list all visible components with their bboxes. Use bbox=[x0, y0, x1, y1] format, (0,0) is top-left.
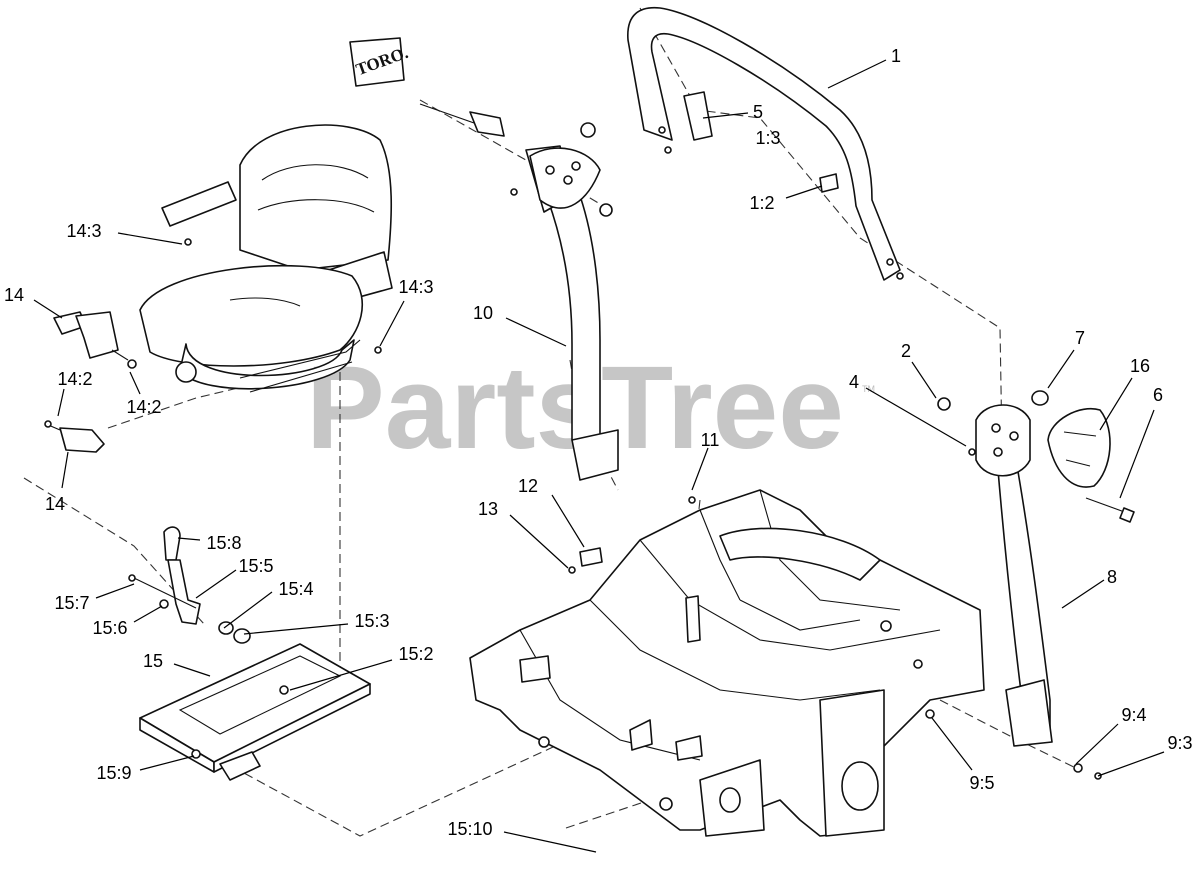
callout-label-6: 14:3 bbox=[398, 277, 433, 297]
callout-label-20: 15:8 bbox=[206, 533, 241, 553]
callout-label-12: 14:2 bbox=[57, 369, 92, 389]
roll-bar-upper bbox=[627, 6, 904, 281]
callout-leader-28 bbox=[289, 659, 393, 691]
callout-leader-20 bbox=[177, 537, 201, 541]
callout-leader-19 bbox=[509, 514, 569, 569]
callout-leader-17 bbox=[61, 451, 69, 489]
callout-label-17: 14 bbox=[45, 494, 65, 514]
seat-assembly bbox=[139, 124, 393, 393]
callout-label-29: 9:4 bbox=[1121, 705, 1146, 725]
callout-label-19: 13 bbox=[478, 499, 498, 519]
callout-leader-21 bbox=[195, 569, 237, 599]
callout-leader-1 bbox=[827, 59, 887, 89]
callout-label-30: 9:3 bbox=[1167, 733, 1192, 753]
callout-label-10: 7 bbox=[1075, 328, 1085, 348]
callout-leader-29 bbox=[1075, 723, 1119, 765]
roll-bar-lower-right bbox=[925, 390, 1135, 780]
callout-label-2: 5 bbox=[753, 102, 763, 122]
callout-label-8: 10 bbox=[473, 303, 493, 323]
callout-leader-12 bbox=[57, 388, 65, 417]
callout-label-11: 16 bbox=[1130, 356, 1150, 376]
callout-leader-23 bbox=[223, 591, 273, 629]
callout-label-7: 14 bbox=[4, 285, 24, 305]
callout-leader-7 bbox=[33, 299, 63, 319]
seat-adjuster-lever bbox=[128, 526, 251, 644]
callout-label-31: 9:5 bbox=[969, 773, 994, 793]
callout-leader-26 bbox=[243, 623, 349, 635]
callout-label-5: 14:3 bbox=[66, 221, 101, 241]
callout-label-28: 15:2 bbox=[398, 644, 433, 664]
toro-decal: TORO. bbox=[349, 37, 411, 87]
callout-leader-33 bbox=[503, 831, 597, 853]
callout-leader-24 bbox=[95, 583, 135, 599]
callout-leader-18 bbox=[551, 494, 585, 548]
callout-label-4: 1:2 bbox=[749, 193, 774, 213]
callout-label-26: 15:3 bbox=[354, 611, 389, 631]
callout-leader-32 bbox=[139, 755, 195, 771]
callout-leader-11 bbox=[1099, 377, 1133, 431]
roll-bar-lower-left bbox=[419, 103, 619, 481]
callout-leader-15 bbox=[1119, 409, 1155, 499]
callout-label-18: 12 bbox=[518, 476, 538, 496]
callout-leader-27 bbox=[173, 663, 211, 677]
callout-leader-31 bbox=[931, 717, 973, 771]
callout-leader-14 bbox=[865, 387, 967, 447]
callout-label-9: 2 bbox=[901, 341, 911, 361]
callout-label-22: 8 bbox=[1107, 567, 1117, 587]
callout-label-27: 15 bbox=[143, 651, 163, 671]
callout-leader-4 bbox=[785, 185, 823, 199]
seat-belt-buckle-lower bbox=[44, 420, 105, 453]
callout-leader-8 bbox=[505, 317, 567, 347]
callout-label-23: 15:4 bbox=[278, 579, 313, 599]
callout-label-25: 15:6 bbox=[92, 618, 127, 638]
callout-leader-30 bbox=[1097, 751, 1165, 777]
main-frame bbox=[469, 489, 985, 837]
callout-leader-6 bbox=[379, 300, 405, 347]
callout-label-3: 1:3 bbox=[755, 128, 780, 148]
callout-leader-9 bbox=[911, 361, 937, 399]
callout-label-24: 15:7 bbox=[54, 593, 89, 613]
callout-leader-25 bbox=[133, 605, 163, 623]
callout-leader-2 bbox=[702, 112, 749, 119]
callout-label-13: 14:2 bbox=[126, 397, 161, 417]
callout-leader-10 bbox=[1047, 349, 1075, 389]
callout-label-14: 4 bbox=[849, 372, 859, 392]
callout-label-1: 1 bbox=[891, 46, 901, 66]
callout-leader-13 bbox=[129, 371, 141, 395]
callout-label-33: 15:10 bbox=[447, 819, 492, 839]
callout-leader-lines bbox=[33, 59, 1165, 853]
seat-belt-buckle-upper bbox=[53, 311, 137, 369]
callout-label-15: 6 bbox=[1153, 385, 1163, 405]
callout-labels: 151:31:214:314:31410271614:214:246111412… bbox=[4, 46, 1193, 839]
callout-leader-5 bbox=[117, 232, 183, 245]
callout-leader-22 bbox=[1061, 579, 1105, 609]
callout-label-21: 15:5 bbox=[238, 556, 273, 576]
seat-base-plate bbox=[139, 643, 371, 781]
callout-leader-16 bbox=[691, 447, 709, 491]
callout-label-16: 11 bbox=[701, 430, 720, 450]
callout-label-32: 15:9 bbox=[96, 763, 131, 783]
